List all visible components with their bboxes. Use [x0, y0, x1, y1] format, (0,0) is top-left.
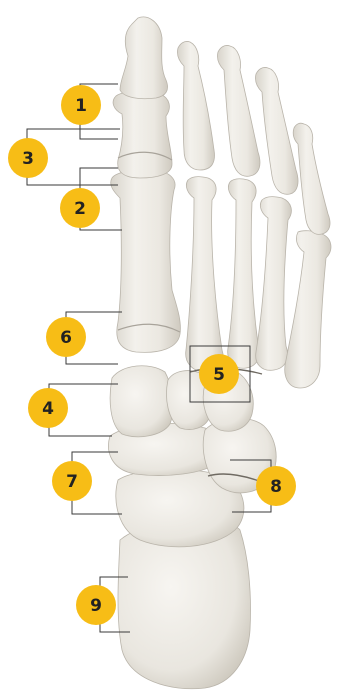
svg-text:6: 6: [60, 328, 72, 348]
metatarsal-3-bone: [228, 179, 260, 369]
medial-cuneiform-bone: [110, 366, 173, 437]
label-badge-5: 5: [199, 354, 239, 394]
svg-text:7: 7: [66, 472, 78, 492]
metatarsal-2-bone: [186, 177, 224, 372]
toe-5-phalanges-bone: [293, 123, 330, 234]
label-badge-4: 4: [28, 388, 68, 428]
toe-3-phalanges-bone: [217, 45, 259, 176]
toe-2-phalanges-bone: [177, 41, 214, 170]
toe-4-phalanges-bone: [255, 67, 298, 194]
svg-text:8: 8: [270, 477, 282, 497]
hallux-distal-phalanx-bone: [120, 17, 168, 99]
label-badge-2: 2: [60, 188, 100, 228]
svg-text:5: 5: [213, 365, 225, 385]
svg-text:2: 2: [74, 199, 86, 219]
label-badge-1: 1: [61, 85, 101, 125]
svg-text:9: 9: [90, 596, 102, 616]
svg-text:3: 3: [22, 149, 34, 169]
svg-text:4: 4: [42, 399, 54, 419]
metatarsal-1-bone: [111, 170, 181, 352]
bones: [108, 17, 330, 689]
hallux-proximal-phalanx-bone: [113, 91, 172, 178]
label-badge-7: 7: [52, 461, 92, 501]
metatarsal-5-bone: [285, 231, 331, 388]
label-badge-6: 6: [46, 317, 86, 357]
label-badge-8: 8: [256, 466, 296, 506]
label-badge-9: 9: [76, 585, 116, 625]
metatarsal-4-bone: [256, 197, 292, 371]
svg-text:1: 1: [75, 96, 87, 116]
label-badge-3: 3: [8, 138, 48, 178]
